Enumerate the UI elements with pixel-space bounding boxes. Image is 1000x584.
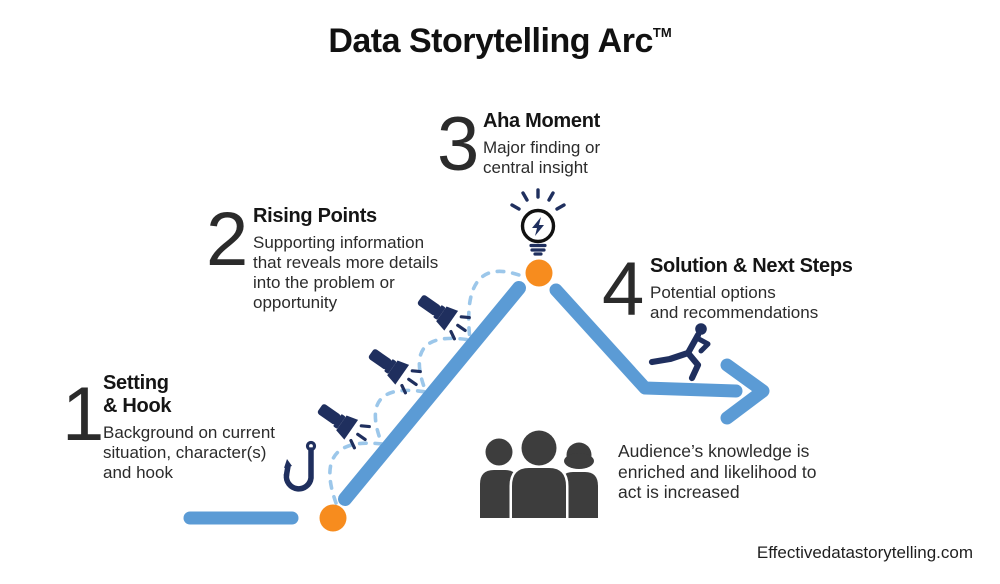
stage-3-block: Aha Moment Major finding or central insi… xyxy=(483,110,600,178)
arc-descending-line xyxy=(549,283,743,398)
title-text: Data Storytelling Arc xyxy=(328,22,653,60)
page-title: Data Storytelling ArcTM xyxy=(0,22,1000,61)
flashlight-icon xyxy=(362,340,426,397)
arc-rising-line xyxy=(338,281,526,506)
stage-1-heading: & Hook xyxy=(103,395,172,417)
stage-4-block: Solution & Next Steps Potential options … xyxy=(650,255,853,323)
stage-3-number: 3 xyxy=(437,102,479,187)
lightbulb-icon xyxy=(510,188,566,256)
stage-1-block: Setting & Hook Background on current sit… xyxy=(103,372,275,483)
stage-1-heading: Setting xyxy=(103,372,169,394)
audience-caption: Audience’s knowledge is enriched and lik… xyxy=(618,441,817,502)
runner-icon xyxy=(648,323,711,382)
stage-1-description: Background on current situation, charact… xyxy=(103,423,275,482)
stage-2-heading: Rising Points xyxy=(253,205,377,227)
stage-2-number: 2 xyxy=(206,197,248,282)
audience-icon xyxy=(480,428,598,521)
website-credit: Effectivedatastorytelling.com xyxy=(756,543,973,562)
stage-4-description: Potential options and recommendations xyxy=(650,283,819,322)
stage-1-number: 1 xyxy=(62,372,104,457)
peak-point-dot xyxy=(525,259,553,287)
stage-3-description: Major finding or central insight xyxy=(483,138,601,177)
stage-4-number: 4 xyxy=(602,247,644,332)
stage-2-block: Rising Points Supporting information tha… xyxy=(253,205,438,313)
arc-arrowhead xyxy=(720,358,770,425)
start-point-dot xyxy=(319,504,347,532)
hook-icon xyxy=(283,440,317,492)
stage-4-heading: Solution & Next Steps xyxy=(650,255,853,277)
stage-3-heading: Aha Moment xyxy=(483,110,601,132)
stage-2-description: Supporting information that reveals more… xyxy=(253,233,439,312)
trademark-symbol: TM xyxy=(652,25,672,40)
